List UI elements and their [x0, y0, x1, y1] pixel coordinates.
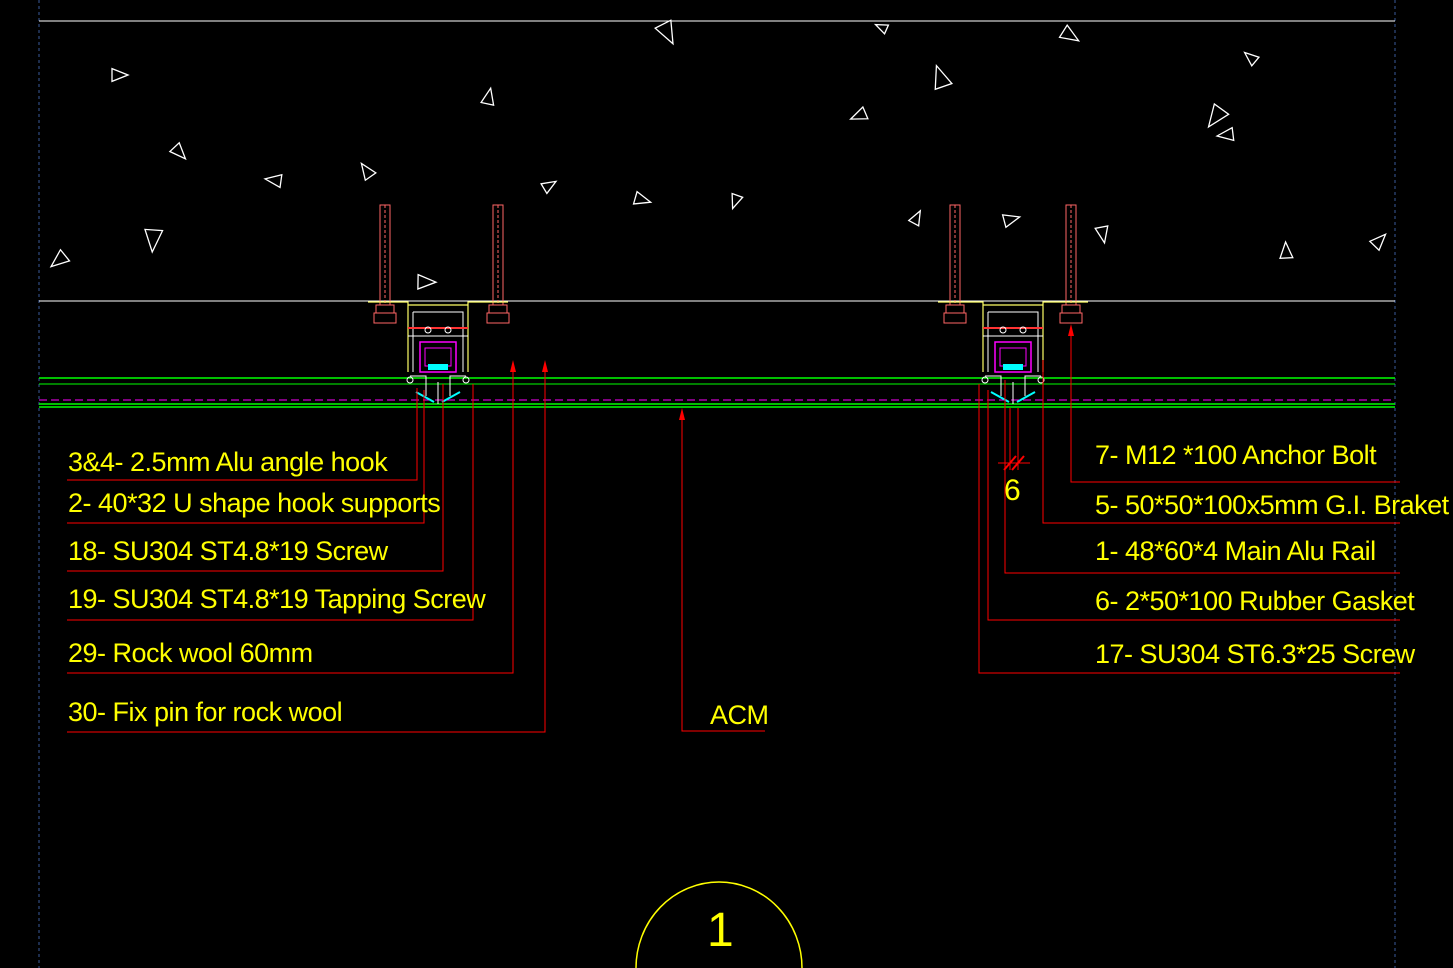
hatch-triangle: [873, 23, 890, 35]
callout-screw-st63: 17- SU304 ST6.3*25 Screw: [1095, 639, 1416, 669]
leader-left-5: [67, 362, 514, 674]
leader-arrows: [510, 324, 1074, 420]
concrete-hatch: [49, 19, 1387, 290]
anchor-bolt-left-a: [373, 204, 397, 324]
hatch-triangle: [263, 173, 283, 189]
acm-label: ACM: [710, 700, 769, 730]
dimension-label: 6: [1004, 474, 1021, 507]
callout-screw-st48: 18- SU304 ST4.8*19 Screw: [68, 536, 389, 566]
rubber-gasket-right: [990, 391, 1036, 403]
anchor-bolt-left-b: [486, 204, 510, 324]
callout-fix-pin: 30- Fix pin for rock wool: [68, 697, 342, 727]
hatch-triangle: [168, 141, 187, 161]
hatch-triangle: [1279, 240, 1294, 260]
hatch-triangle: [111, 67, 130, 83]
alu-angle-hook-left: [415, 391, 461, 403]
leader-left-1: [67, 388, 418, 481]
callout-main-alu-rail: 1- 48*60*4 Main Alu Rail: [1095, 536, 1376, 566]
leader-right-2: [1042, 360, 1400, 524]
callout-rubber-gasket: 6- 2*50*100 Rubber Gasket: [1095, 586, 1415, 616]
callouts-left: 3&4- 2.5mm Alu angle hook 2- 40*32 U sha…: [68, 447, 487, 727]
hatch-triangle: [1058, 23, 1081, 42]
section-number: 1: [707, 904, 734, 957]
hatch-triangle: [1368, 232, 1387, 252]
hatch-triangle: [654, 19, 674, 46]
hatch-triangle: [849, 105, 869, 120]
hatch-triangle: [934, 63, 954, 91]
leader-left-4: [67, 384, 474, 621]
gi-bracket-left: [368, 301, 508, 372]
bracket-assembly-left: [368, 204, 510, 404]
hatch-triangle: [731, 192, 744, 211]
leader-right-1: [1070, 326, 1400, 483]
hatch-triangle: [49, 248, 71, 268]
callout-anchor-bolt: 7- M12 *100 Anchor Bolt: [1095, 440, 1377, 470]
leaders-right: [978, 326, 1400, 674]
hatch-triangle: [417, 273, 438, 290]
hatch-triangle: [1207, 102, 1230, 129]
hatch-triangle: [480, 86, 495, 106]
hatch-triangle: [907, 209, 922, 227]
leader-right-3: [1004, 380, 1400, 574]
hatch-triangle: [540, 180, 558, 195]
leader-left-3: [67, 384, 444, 572]
leader-left-2: [67, 390, 425, 524]
hatch-triangle: [360, 162, 377, 182]
leader-right-5: [978, 384, 1400, 674]
callout-gi-braket: 5- 50*50*100x5mm G.I. Braket: [1095, 490, 1450, 520]
callout-tapping-screw: 19- SU304 ST4.8*19 Tapping Screw: [68, 584, 486, 614]
anchor-bolt-right-a: [943, 204, 967, 324]
bracket-assembly-right: [938, 204, 1088, 404]
leader-left-6: [67, 362, 546, 733]
gi-bracket-right: [938, 301, 1088, 372]
dimension-mark: [998, 408, 1030, 471]
main-rail-right: [994, 341, 1032, 373]
callout-u-shape-hook-supports: 2- 40*32 U shape hook supports: [68, 488, 440, 518]
hatch-triangle: [1094, 225, 1109, 245]
anchor-bolt-right-b: [1059, 204, 1083, 324]
callout-alu-angle-hook: 3&4- 2.5mm Alu angle hook: [68, 447, 388, 477]
leader-right-4: [987, 390, 1400, 621]
hatch-triangle: [1243, 51, 1261, 67]
hatch-triangle: [632, 190, 653, 205]
section-bubble: [635, 881, 803, 968]
callout-rock-wool: 29- Rock wool 60mm: [68, 638, 313, 668]
leaders-left: [67, 362, 765, 733]
hatch-triangle: [144, 228, 164, 254]
leader-center: [681, 412, 765, 732]
main-rail-left: [419, 341, 457, 373]
callouts-right: 7- M12 *100 Anchor Bolt 5- 50*50*100x5mm…: [1095, 440, 1450, 669]
hatch-triangle: [1001, 214, 1022, 229]
hatch-triangle: [1215, 126, 1235, 142]
